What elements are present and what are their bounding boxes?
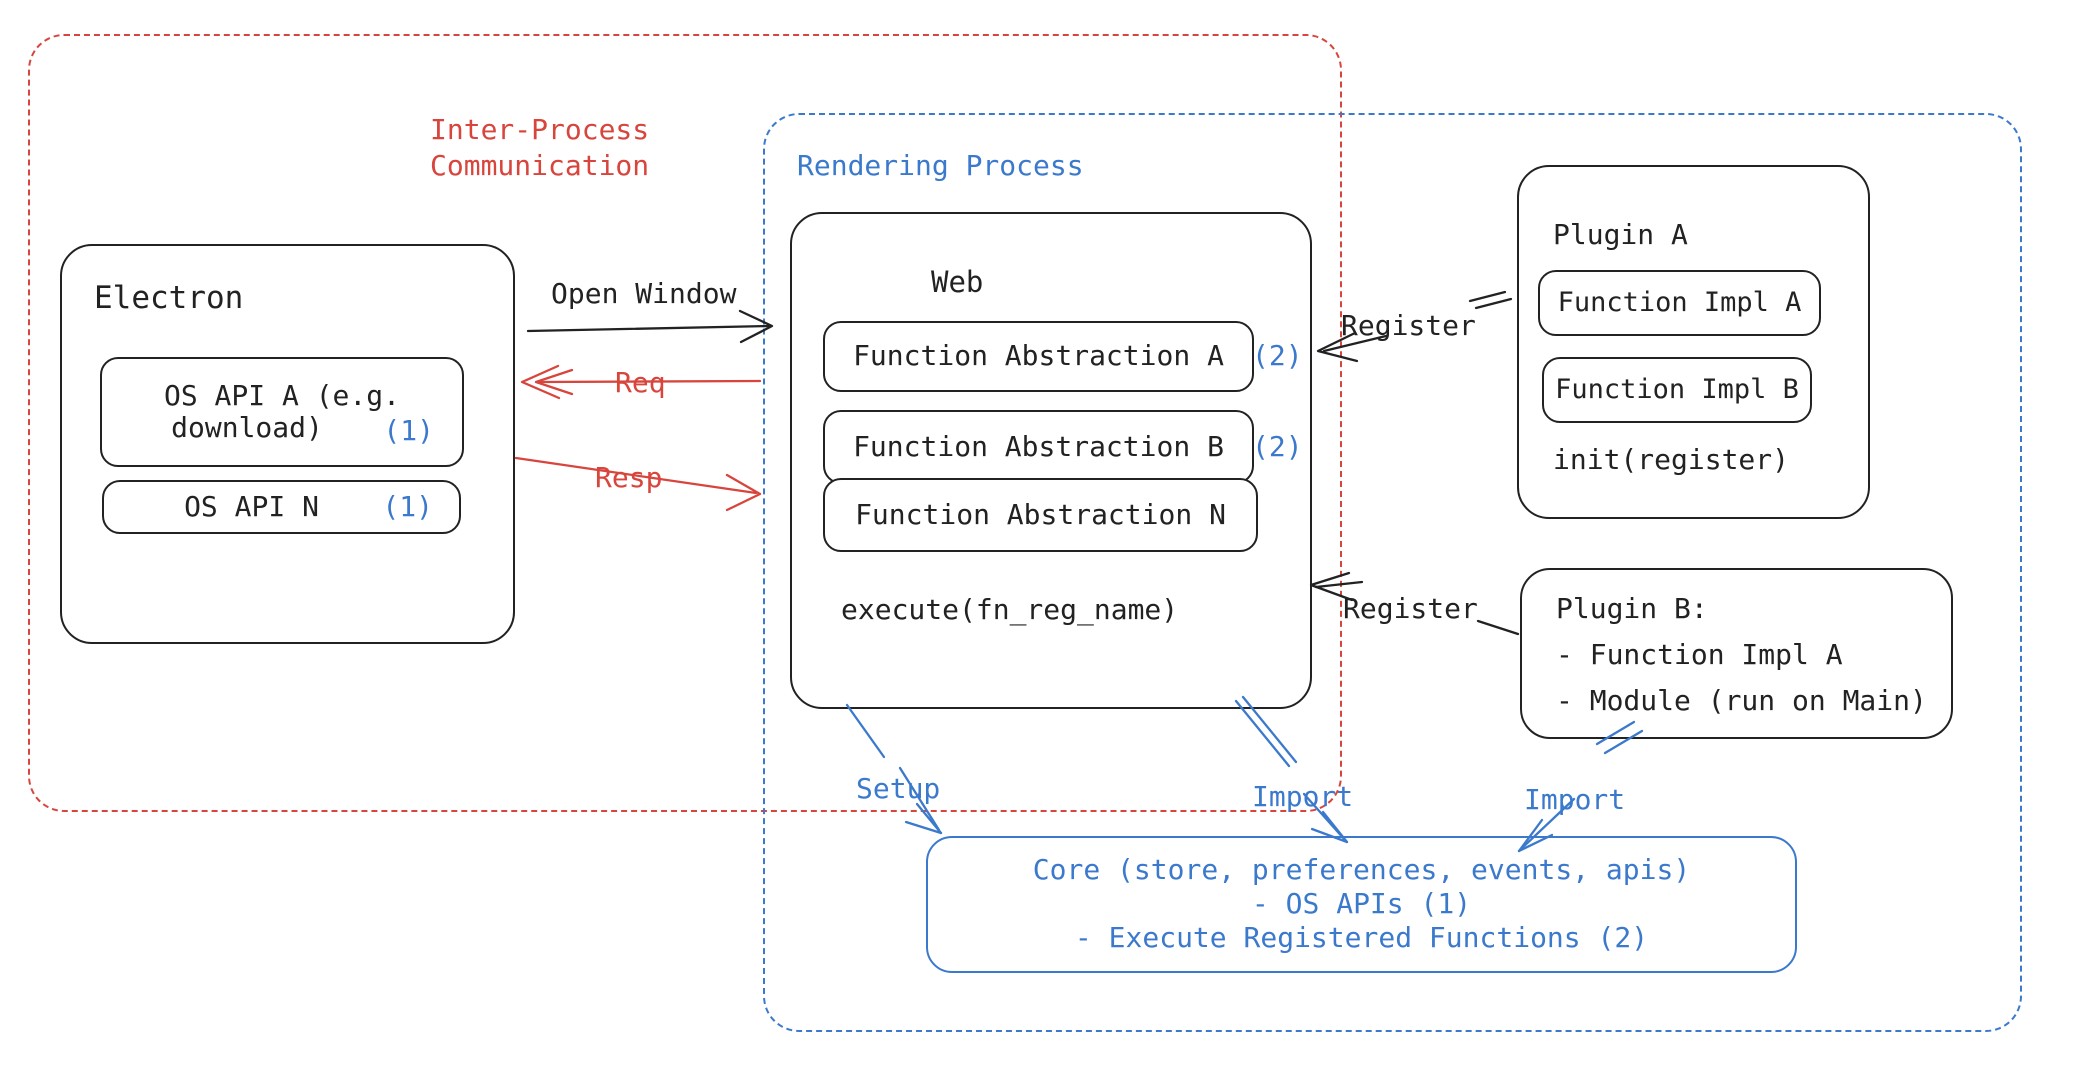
plugin-a-title: Plugin A (1553, 218, 1688, 251)
core-line2: - OS APIs (1) (1251, 887, 1472, 920)
rendering-process-region-outline (763, 113, 2022, 1032)
plugin-b-box: Plugin B: - Function Impl A - Module (ru… (1520, 568, 1953, 739)
fa-a-ref: (2) (1252, 339, 1303, 372)
os-api-a-box: OS API A (e.g. download) (1) (100, 357, 464, 467)
import-plugin-label: Import (1524, 783, 1626, 816)
import-web-label: Import (1252, 780, 1354, 813)
core-box: Core (store, preferences, events, apis) … (926, 836, 1797, 973)
core-line1: Core (store, preferences, events, apis) (1032, 853, 1691, 886)
function-abstraction-n-box: Function Abstraction N (823, 478, 1258, 552)
rendering-process-label: Rendering Process (797, 149, 1084, 182)
ipc-region-outline (28, 34, 1342, 812)
electron-box: Electron OS API A (e.g. download) (1) OS… (60, 244, 515, 644)
ipc-region-label: Inter-Process Communication (430, 112, 649, 185)
setup-label: Setup (856, 772, 941, 805)
init-register-label: init(register) (1553, 443, 1790, 476)
ipc-label-line2: Communication (430, 149, 650, 183)
ipc-label-line1: Inter-Process (430, 113, 650, 146)
web-box: Web Function Abstraction A Function Abst… (790, 212, 1312, 709)
function-impl-a-label: Function Impl A (1557, 287, 1802, 319)
function-impl-a-box: Function Impl A (1538, 270, 1821, 336)
core-line3: - Execute Registered Functions (2) (1074, 921, 1649, 954)
os-api-n-label: OS API N (184, 489, 319, 523)
plugin-b-item-module: - Module (run on Main) (1556, 684, 1927, 717)
register-a-label: Register (1341, 309, 1476, 342)
plugin-b-text: Plugin B: - Function Impl A - Module (ru… (1556, 586, 1927, 724)
register-b-label: Register (1343, 592, 1478, 625)
open-window-label: Open Window (551, 277, 737, 310)
execute-label: execute(fn_reg_name) (841, 593, 1179, 626)
plugin-b-title: Plugin B: (1556, 592, 1708, 625)
function-abstraction-a-box: Function Abstraction A (823, 321, 1254, 392)
os-api-n-box: OS API N (1) (102, 480, 461, 534)
os-api-a-label-line2: download) (171, 411, 323, 444)
electron-title: Electron (94, 280, 244, 316)
function-abstraction-b-box: Function Abstraction B (823, 410, 1254, 484)
plugin-b-item-impl-a: - Function Impl A (1556, 638, 1843, 671)
function-abstraction-n-label: Function Abstraction N (855, 497, 1226, 531)
function-abstraction-b-label: Function Abstraction B (853, 429, 1224, 463)
plugin-a-box: Plugin A Function Impl A Function Impl B… (1517, 165, 1870, 519)
web-title: Web (931, 265, 984, 299)
resp-label: Resp (595, 461, 663, 494)
req-label: Req (615, 366, 666, 399)
function-abstraction-a-label: Function Abstraction A (853, 339, 1224, 373)
function-impl-b-box: Function Impl B (1542, 357, 1812, 423)
os-api-a-ref: (1) (383, 414, 434, 447)
os-api-a-label-line1: OS API A (e.g. (163, 378, 400, 412)
function-impl-b-label: Function Impl B (1555, 374, 1799, 406)
fa-b-ref: (2) (1252, 430, 1303, 463)
os-api-n-ref: (1) (382, 490, 433, 523)
